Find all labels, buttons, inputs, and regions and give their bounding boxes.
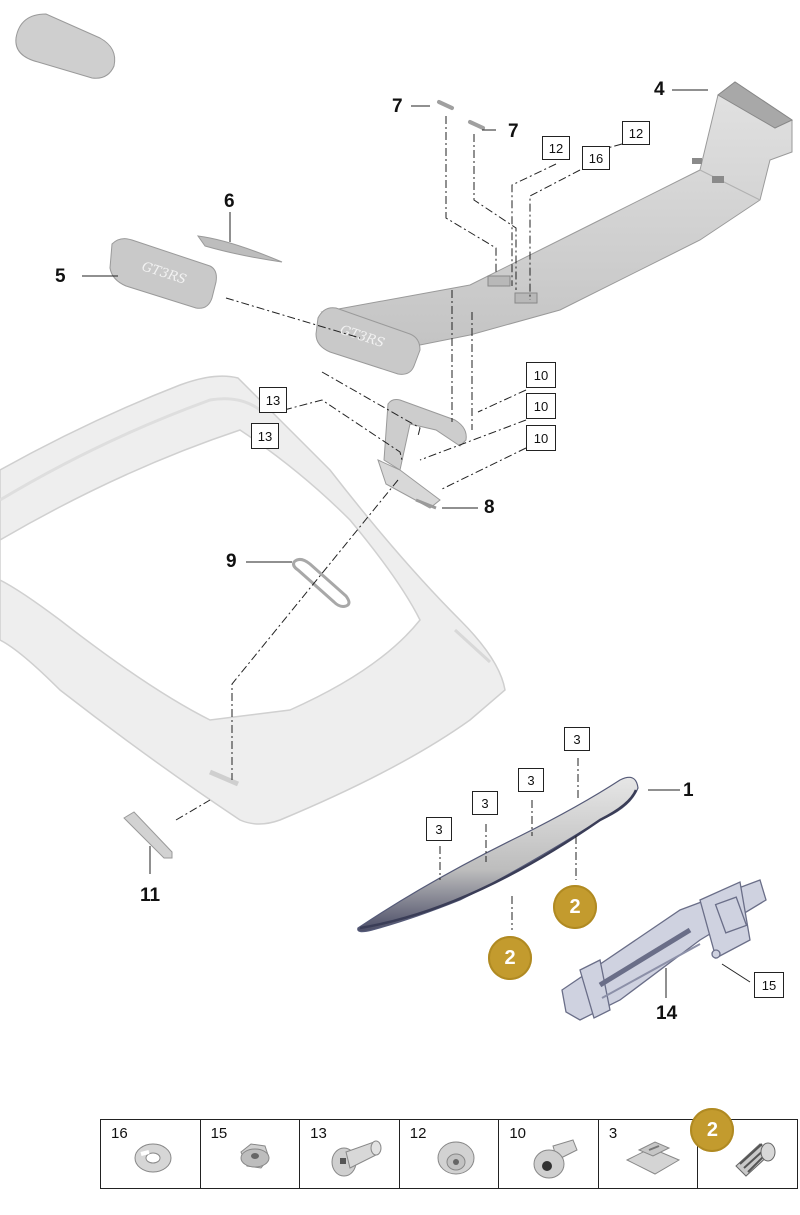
- mounting-bracket-part: [377, 399, 467, 510]
- torx-bolt-icon: [533, 1139, 578, 1179]
- hex-nut-icon: [239, 1143, 270, 1169]
- boxed-callout-3-d: 3: [564, 727, 590, 751]
- trim-strip-part: [123, 811, 173, 859]
- legend-cell-3: 3: [599, 1120, 699, 1188]
- spring-washer-icon: [134, 1143, 172, 1173]
- callout-7-right: 7: [508, 121, 519, 142]
- boxed-callout-13-a: 13: [259, 387, 287, 413]
- boxed-callout-10-c: 10: [526, 425, 556, 451]
- rivet-callout-2-a: 2: [553, 885, 597, 929]
- screw-icon: [331, 1140, 382, 1177]
- legend-number: 12: [409, 1125, 427, 1142]
- cover-cap-part: [15, 13, 116, 79]
- legend-number: 13: [310, 1125, 327, 1142]
- expansion-rivet-icon: [735, 1142, 776, 1177]
- callout-5: 5: [55, 266, 66, 287]
- boxed-callout-13-b: 13: [251, 423, 279, 449]
- washer-nut-icon: [437, 1141, 475, 1175]
- legend-number: 3: [608, 1125, 618, 1142]
- boxed-callout-12-b: 12: [622, 121, 650, 145]
- boxed-callout-3-b: 3: [472, 791, 498, 815]
- clip-nut-icon: [625, 1141, 681, 1175]
- callout-1-rear-wing: 4: [654, 79, 665, 100]
- side-emblem-plate-left: GT3RS: [109, 238, 217, 309]
- legend-cell-16: 16: [101, 1120, 201, 1188]
- callout-8: 8: [484, 497, 495, 518]
- rear-wing-part: [320, 81, 794, 346]
- callout-14: 14: [656, 1003, 678, 1024]
- boxed-callout-15: 15: [754, 972, 784, 998]
- callout-9: 9: [226, 551, 237, 572]
- legend-cell-15: 15: [201, 1120, 301, 1188]
- lip-spoiler-part: [357, 776, 639, 933]
- seal-strip-part: [196, 235, 283, 263]
- legend-number: 15: [210, 1125, 228, 1142]
- callout-6: 6: [224, 191, 235, 212]
- grommet-part: [292, 557, 351, 608]
- legend-cell-10: 10: [499, 1120, 599, 1188]
- legend-cell-2: 2: [690, 1108, 797, 1188]
- boxed-callout-12-a: 12: [542, 136, 570, 160]
- legend-cell-13: 13: [300, 1120, 400, 1188]
- boxed-callout-3-a: 3: [426, 817, 452, 841]
- callout-7-left: 7: [392, 96, 403, 117]
- rivet-callout-2-b: 2: [488, 936, 532, 980]
- pin-right: [468, 120, 485, 130]
- legend-number: 10: [509, 1125, 526, 1142]
- boxed-callout-3-c: 3: [518, 768, 544, 792]
- legend-number: 16: [111, 1125, 128, 1142]
- rear-lid-part: [0, 375, 506, 825]
- fastener-legend-table: 16 15 13 12 10: [100, 1108, 798, 1189]
- callout-1: 1: [683, 780, 694, 801]
- dash-dot-lines: [175, 116, 623, 930]
- carrier-bracket-part: [561, 879, 767, 1021]
- pin-left: [437, 100, 454, 110]
- side-emblem-plate-right: GT3RS: [315, 307, 421, 375]
- boxed-callout-16: 16: [582, 146, 610, 170]
- boxed-callout-10-b: 10: [526, 393, 556, 419]
- callout-11: 11: [140, 885, 161, 906]
- leader-lines: [82, 89, 751, 998]
- boxed-callout-10-a: 10: [526, 362, 556, 388]
- legend-cell-12: 12: [400, 1120, 500, 1188]
- rivet-callout-2-legend: 2: [690, 1108, 735, 1152]
